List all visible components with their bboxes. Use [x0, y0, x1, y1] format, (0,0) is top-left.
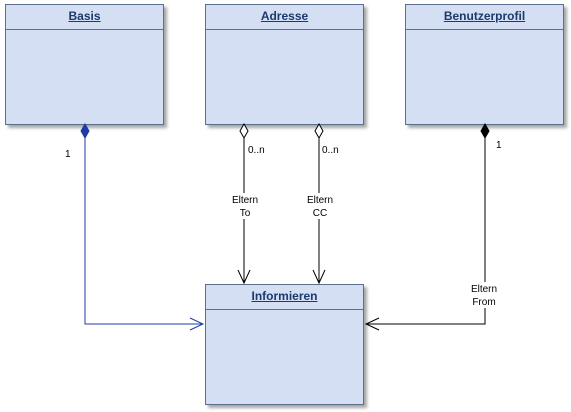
multiplicity-benutzerprofil: 1: [496, 140, 502, 151]
association-adresse-informieren-to[interactable]: 0..n Eltern To: [230, 122, 265, 285]
association-adresse-informieren-cc[interactable]: 0..n Eltern CC: [304, 122, 339, 285]
association-basis-informieren[interactable]: 1: [65, 122, 205, 331]
multiplicity-adresse-cc: 0..n: [322, 145, 339, 156]
arrowhead-icon: [189, 317, 205, 331]
class-informieren-name: Informieren: [206, 285, 363, 310]
role-adresse-cc-line1: Eltern: [307, 195, 333, 206]
role-adresse-to-line1: Eltern: [232, 195, 258, 206]
role-adresse-cc-line2: CC: [313, 208, 327, 219]
multiplicity-basis: 1: [65, 149, 71, 160]
multiplicity-adresse-to: 0..n: [248, 145, 265, 156]
role-benutzerprofil-from-line2: From: [472, 297, 495, 308]
aggregation-diamond-icon: [314, 122, 324, 140]
class-benutzerprofil[interactable]: Benutzerprofil: [405, 4, 564, 125]
arrowhead-icon: [312, 269, 326, 285]
role-benutzerprofil-from-line1: Eltern: [471, 284, 497, 295]
arrowhead-icon: [237, 269, 251, 285]
class-benutzerprofil-name: Benutzerprofil: [406, 5, 563, 30]
composition-diamond-icon: [480, 122, 490, 140]
composition-diamond-icon: [80, 122, 90, 140]
class-adresse[interactable]: Adresse: [205, 4, 364, 125]
role-adresse-to-line2: To: [240, 208, 251, 219]
arrowhead-icon: [364, 317, 380, 331]
class-basis-name: Basis: [6, 5, 163, 30]
class-informieren[interactable]: Informieren: [205, 284, 364, 405]
class-adresse-name: Adresse: [206, 5, 363, 30]
association-benutzerprofil-informieren-from[interactable]: 1 Eltern From: [364, 122, 502, 331]
class-basis[interactable]: Basis: [5, 4, 164, 125]
aggregation-diamond-icon: [239, 122, 249, 140]
